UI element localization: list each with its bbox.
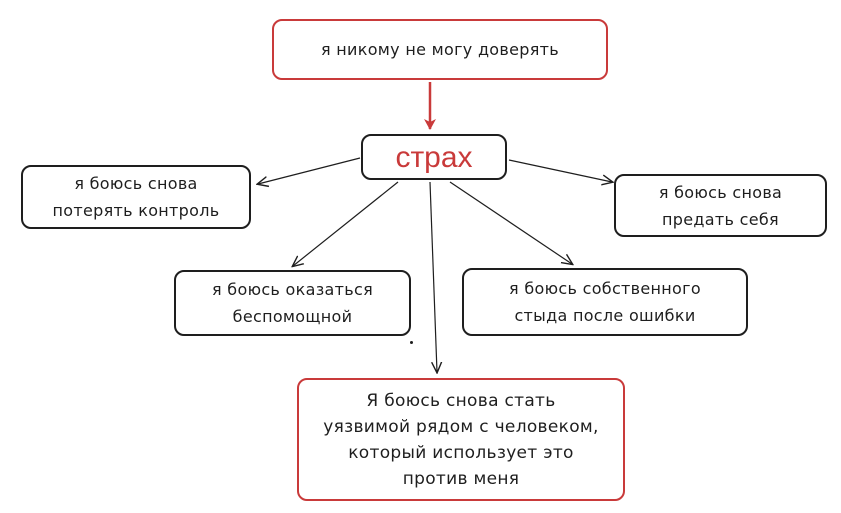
node-vulnerable: Я боюсь снова стать уязвимой рядом с чел…: [297, 378, 625, 501]
edge-center-to-right: [508, 159, 612, 182]
edge-center-to-mid-left: [293, 181, 399, 266]
edge-center-to-bottom: [429, 181, 437, 372]
node-shame: я боюсь собственного стыда после ошибки: [462, 268, 748, 336]
edge-center-to-left: [258, 157, 361, 184]
node-helpless: я боюсь оказаться беспомощной: [174, 270, 411, 336]
stray-dot: [410, 341, 413, 344]
node-distrust: я никому не могу доверять: [272, 19, 608, 80]
node-fear: страх: [361, 134, 507, 180]
node-betray-self: я боюсь снова предать себя: [614, 174, 827, 237]
edge-center-to-mid-right: [449, 181, 572, 264]
node-lose-control: я боюсь снова потерять контроль: [21, 165, 251, 229]
